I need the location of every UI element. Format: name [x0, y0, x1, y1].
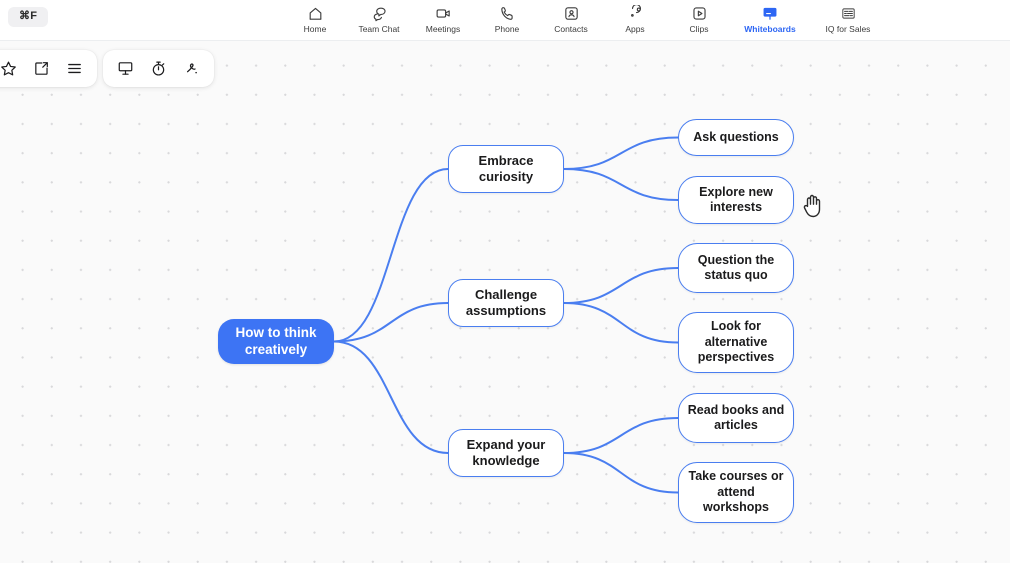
- nav-item-label: Apps: [625, 24, 645, 34]
- mindmap-leaf-node-1-1[interactable]: Ask questions: [678, 119, 794, 156]
- node-label: Ask questions: [693, 129, 779, 144]
- favorite-star-button[interactable]: [0, 54, 23, 83]
- search-shortcut-badge[interactable]: ⌘F: [8, 7, 49, 27]
- hamburger-menu-button[interactable]: [60, 54, 89, 83]
- home-icon: [307, 4, 324, 22]
- nav-items-container: Home Team Chat Meetings Phone Contacts Apps Cl…: [283, 0, 887, 41]
- mindmap-edge: [563, 417, 679, 454]
- top-navigation-bar: ⌘F Home Team Chat Meetings Phone Contacts App…: [0, 0, 1010, 41]
- nav-item-label: Whiteboards: [744, 24, 796, 34]
- toolbar-group-right: [103, 50, 214, 87]
- mindmap-edge: [333, 340, 449, 454]
- toolbar-group-left: [0, 50, 97, 87]
- nav-item-label: Home: [303, 24, 327, 34]
- nav-item-label: Meetings: [425, 24, 461, 34]
- stopwatch-timer-button[interactable]: [144, 54, 173, 83]
- contact-card-icon: [563, 4, 580, 22]
- chat-bubbles-icon: [371, 4, 388, 22]
- clips-play-icon: [691, 4, 708, 22]
- mindmap-edge: [563, 267, 679, 304]
- apps-icon: [627, 4, 644, 22]
- nav-item-label: Contacts: [554, 24, 588, 34]
- mindmap-edge: [333, 302, 449, 343]
- laser-pointer-button[interactable]: [177, 54, 206, 83]
- nav-item-team-chat[interactable]: Team Chat: [347, 0, 411, 34]
- nav-item-meetings[interactable]: Meetings: [411, 0, 475, 34]
- nav-item-home[interactable]: Home: [283, 0, 347, 34]
- whiteboard-icon: [761, 4, 779, 22]
- mindmap-edge: [563, 168, 679, 201]
- phone-icon: [499, 4, 516, 22]
- share-export-button[interactable]: [27, 54, 56, 83]
- nav-item-phone[interactable]: Phone: [475, 0, 539, 34]
- presentation-screen-button[interactable]: [111, 54, 140, 83]
- nav-item-clips[interactable]: Clips: [667, 0, 731, 34]
- video-camera-icon: [435, 4, 452, 22]
- nav-item-label: IQ for Sales: [825, 24, 871, 34]
- iq-sales-icon: [840, 4, 857, 22]
- mindmap-edge: [563, 452, 679, 494]
- nav-item-label: Clips: [689, 24, 709, 34]
- mindmap-edge: [333, 168, 449, 343]
- mindmap-edge: [563, 302, 679, 344]
- nav-item-whiteboards[interactable]: Whiteboards: [731, 0, 809, 34]
- nav-item-apps[interactable]: Apps: [603, 0, 667, 34]
- nav-item-label: Phone: [494, 24, 520, 34]
- mindmap-edge: [563, 136, 679, 170]
- whiteboard-toolbar: [0, 50, 214, 87]
- nav-item-contacts[interactable]: Contacts: [539, 0, 603, 34]
- nav-item-label: Team Chat: [358, 24, 400, 34]
- nav-item-iq-for-sales[interactable]: IQ for Sales: [809, 0, 887, 34]
- mindmap-connector-edges: [333, 136, 679, 494]
